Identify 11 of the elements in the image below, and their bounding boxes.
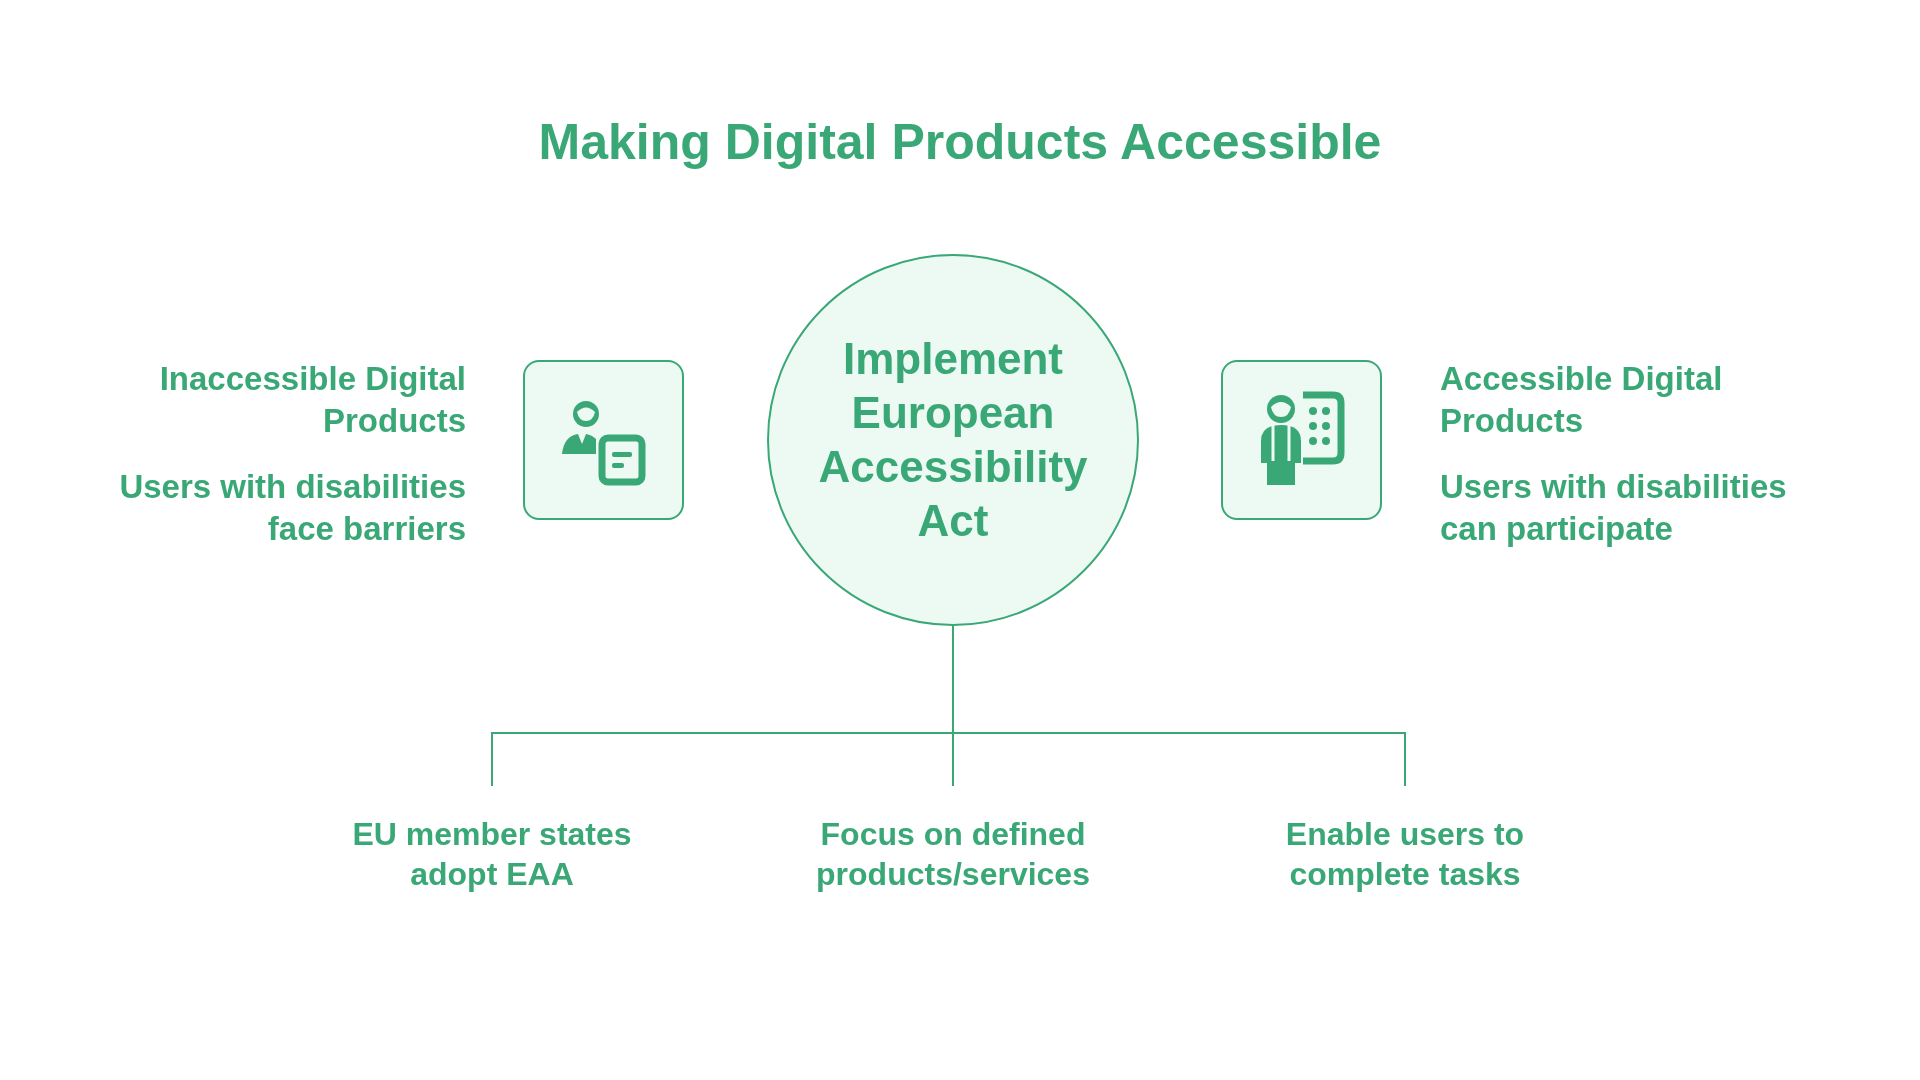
description-text: Users with disabilities face barriers — [118, 467, 466, 549]
heading-text: Accessible Digital Products — [1440, 359, 1724, 441]
outcome-label: Focus on defined products/services — [815, 815, 1091, 894]
icon-card — [523, 360, 684, 520]
title: Making Digital Products Accessible — [537, 113, 1383, 172]
icon-card — [1221, 360, 1382, 520]
outcome-label: Enable users to complete tasks — [1284, 815, 1526, 894]
description-text: Users with disabilities can participate — [1440, 467, 1788, 549]
heading-text: Inaccessible Digital Products — [158, 359, 466, 441]
circle-label: Implement European Accessibility Act — [817, 333, 1089, 547]
outcome-label: EU member states adopt EAA — [351, 815, 633, 894]
